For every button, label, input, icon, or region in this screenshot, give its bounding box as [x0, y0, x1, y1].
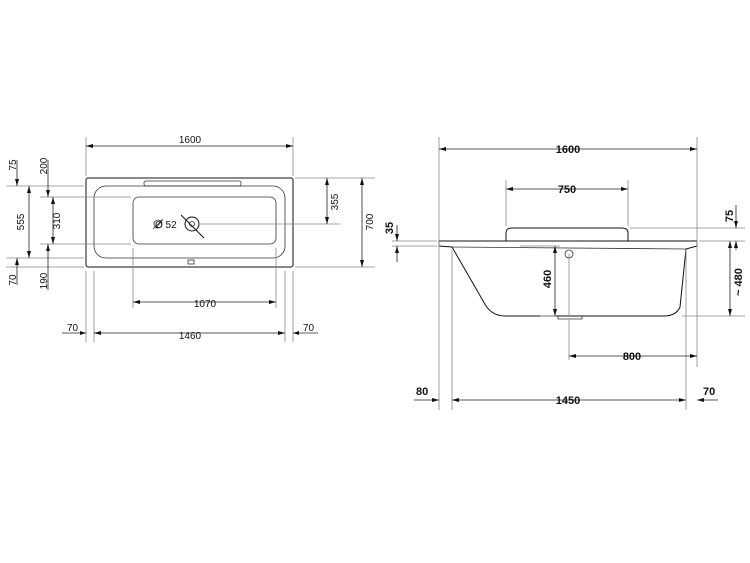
tub-outer-rim: [85, 177, 294, 268]
plan-bottom-length-label: 1070: [194, 299, 217, 310]
plan-view: 1600 1460 1070 70 70 700 355 555: [6, 135, 376, 342]
tub-bottom-area: [132, 196, 277, 245]
overflow-mark: [187, 259, 195, 265]
diameter-icon: [153, 219, 163, 229]
side-inner-depth-label: 460: [542, 270, 554, 288]
side-base-length-label: 1450: [556, 395, 580, 407]
plan-top-offset-label: 200: [39, 157, 50, 174]
drain-outlet: [557, 316, 583, 320]
side-headrest-length-label: 750: [558, 184, 576, 196]
drain-icon: [184, 216, 200, 232]
side-drain-distance-label: 800: [623, 351, 641, 363]
plan-overall-width-label: 700: [365, 213, 376, 230]
tub-side-profile: [438, 240, 698, 317]
side-left-offset-label: 80: [416, 386, 428, 398]
plan-bottom-width-label: 310: [52, 212, 63, 229]
plan-drain-diameter-label: Ø 52: [155, 220, 177, 231]
side-overall-height-label: ~ 480: [733, 268, 745, 296]
tub-headrest: [505, 227, 629, 241]
plan-left-offset-label: 70: [67, 323, 79, 334]
side-right-offset-label: 70: [703, 386, 715, 398]
plan-bottom-rim-label: 70: [8, 274, 19, 286]
side-overall-length-label: 1600: [556, 144, 580, 156]
side-view: 1600 750 75 35 460 ~ 480 800: [384, 137, 745, 410]
plan-inner-width-label: 555: [16, 213, 27, 230]
side-rim-thickness-label: 35: [384, 222, 396, 234]
plan-drain-position-label: 355: [330, 193, 341, 210]
plan-top-rim-label: 75: [8, 159, 19, 171]
tub-headrest-grip: [143, 180, 242, 187]
plan-overall-length-label: 1600: [179, 135, 202, 146]
plan-bottom-offset-label: 190: [39, 272, 50, 289]
plan-right-offset-label: 70: [303, 323, 315, 334]
side-rim-height-label: 75: [724, 210, 736, 222]
plan-inner-length-label: 1460: [179, 331, 202, 342]
